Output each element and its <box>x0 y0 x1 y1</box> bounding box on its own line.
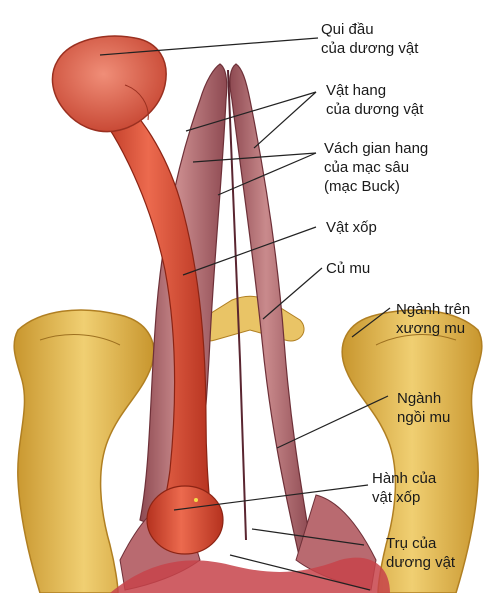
perineal-muscles <box>110 557 390 593</box>
leader-cavernosum-1 <box>185 91 317 132</box>
leader-glans <box>99 37 319 56</box>
glans-penis <box>51 35 167 133</box>
label-pubic-tubercle: Củ mu <box>326 260 371 277</box>
leader-lines <box>99 37 391 591</box>
pubic-bone-left <box>13 309 155 593</box>
label-ischiopubic-ramus: Ngành ngồi mu <box>397 390 451 426</box>
leader-spongiosum <box>182 226 317 276</box>
label-superior-ramus: Ngành trên xương mu <box>396 301 471 337</box>
septum-of-deep-fascia <box>227 69 247 541</box>
leader-superior-ramus <box>351 307 391 338</box>
label-crus: Trụ của dương vật <box>386 535 456 571</box>
leader-tubercle <box>262 267 323 320</box>
label-glans: Qui đầu của dương vật <box>321 21 419 57</box>
leader-septum-2 <box>217 152 317 196</box>
label-bulb: Hành của vật xốp <box>372 470 437 506</box>
leader-ischiopubic <box>276 395 389 449</box>
label-septum: Vách gian hang của mạc sâu (mạc Buck) <box>324 140 429 195</box>
leader-cavernosum-2 <box>253 91 317 149</box>
pubic-bone-right <box>341 309 483 593</box>
bulb-of-spongiosum <box>146 485 224 555</box>
leader-bottom <box>229 554 371 591</box>
corpus-cavernosum-right <box>229 63 311 562</box>
label-corpus-cavernosum: Vật hang của dương vật <box>326 82 424 118</box>
leader-crus <box>251 528 365 546</box>
label-corpus-spongiosum: Vật xốp <box>326 219 377 236</box>
leader-bulb <box>173 484 369 511</box>
leader-septum-1 <box>192 152 317 163</box>
